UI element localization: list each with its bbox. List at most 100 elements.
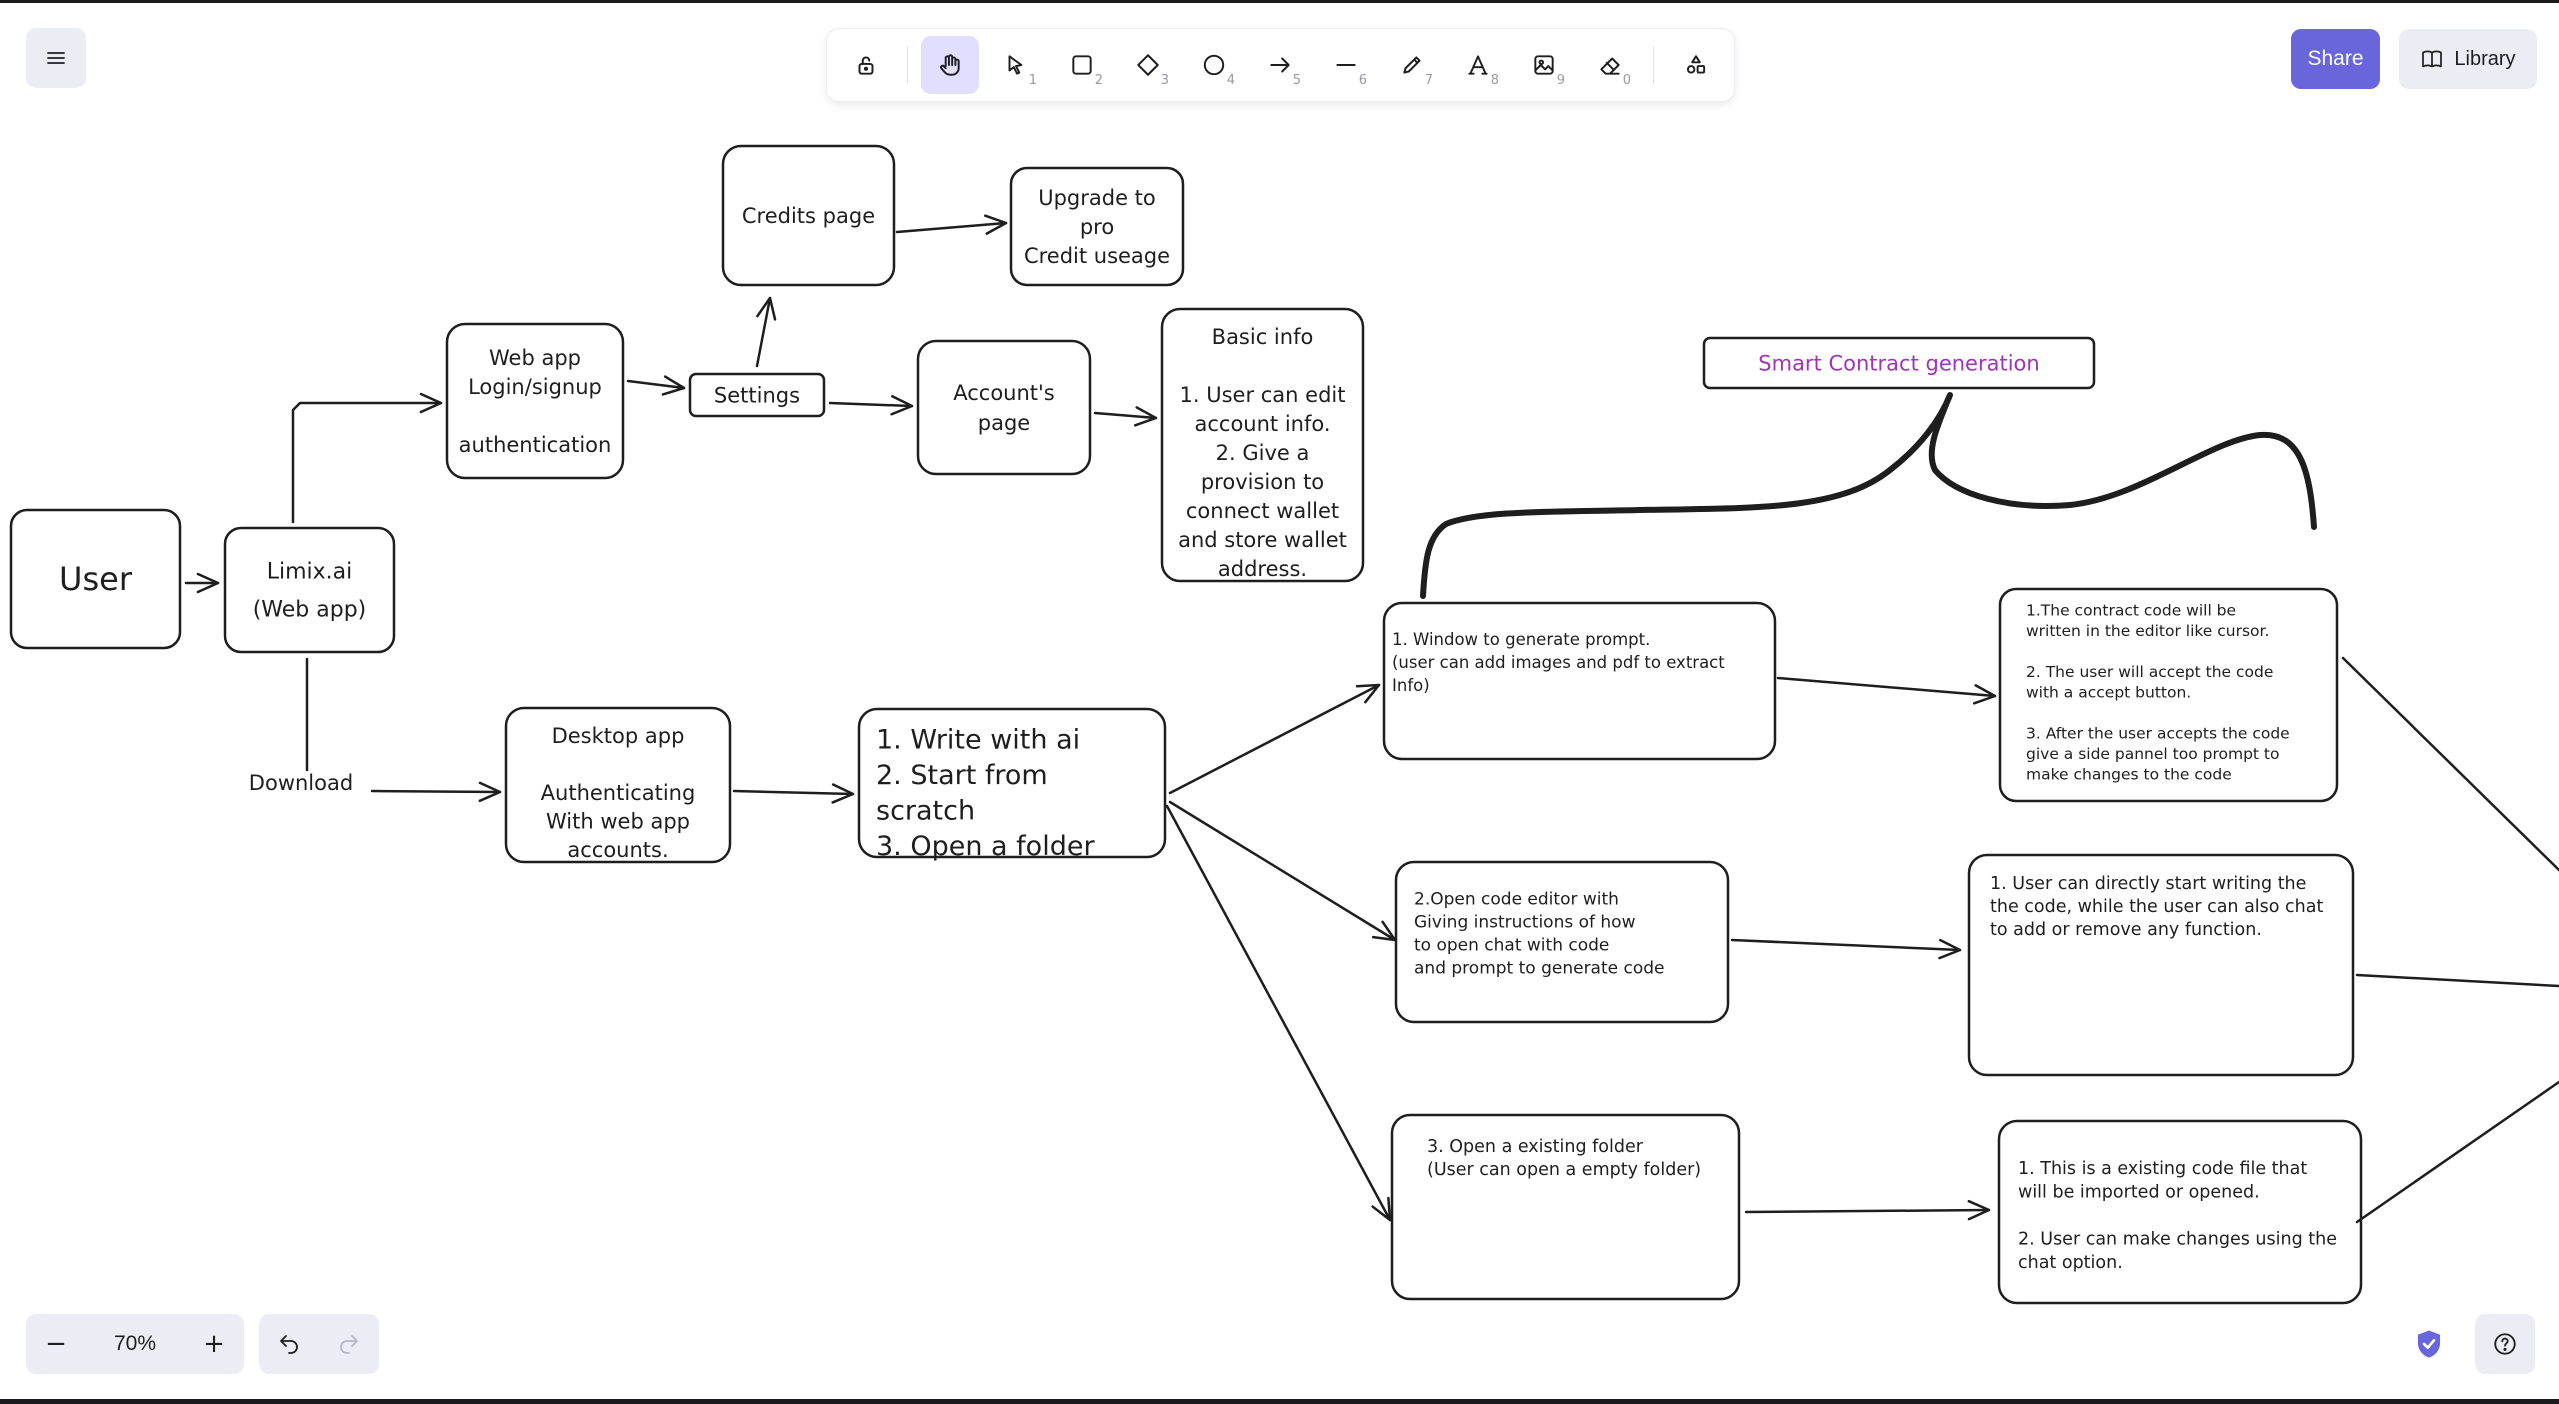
node-direct-line: 1. User can directly start writing the <box>1990 874 2306 894</box>
node-user[interactable]: User <box>9 508 182 650</box>
pencil-icon <box>1403 56 1421 74</box>
zoom-controls: − 70% + <box>26 1314 244 1374</box>
node-folder-line: 3. Open a existing folder <box>1427 1137 1644 1157</box>
share-button[interactable]: Share <box>2291 29 2380 89</box>
node-download-label: Download <box>249 771 353 795</box>
edge-prompt-contract-line <box>1776 676 1997 698</box>
tool-selection[interactable]: 1 <box>987 36 1045 94</box>
edge-options-editor[interactable] <box>1168 800 1397 942</box>
library-button[interactable]: Library <box>2399 29 2537 89</box>
zoom-reset-button[interactable]: 70% <box>113 1332 157 1355</box>
edge-existing-out[interactable] <box>2355 1080 2559 1224</box>
edge-settings-account[interactable] <box>828 395 914 416</box>
text-icon <box>1468 55 1488 75</box>
node-basicinfo-line: Basic info <box>1212 325 1314 349</box>
edge-settings-credits-line <box>755 296 772 368</box>
zoom-out-button[interactable]: − <box>45 1329 67 1359</box>
node-prompt[interactable]: 1. Window to generate prompt.(user can a… <box>1382 601 1777 761</box>
edge-user-limix-arrowhead <box>196 572 220 594</box>
edge-options-prompt-line <box>1168 683 1381 795</box>
undo-button[interactable] <box>259 1314 319 1374</box>
edge-download-desktop[interactable] <box>370 781 502 803</box>
node-folder-shape <box>1390 1113 1741 1301</box>
diamond-icon <box>1137 54 1159 76</box>
edge-editor-direct[interactable] <box>1730 938 1962 960</box>
node-direct-shape <box>1967 853 2355 1077</box>
redo-button[interactable] <box>319 1314 379 1374</box>
encryption-badge[interactable] <box>2404 1314 2454 1374</box>
shapes-toolbar: 1 2 3 4 5 6 7 8 9 0 <box>827 29 1734 101</box>
freehand-bracket[interactable] <box>1420 392 2317 599</box>
zoom-in-button[interactable]: + <box>203 1329 225 1359</box>
tool-hand[interactable] <box>921 36 979 94</box>
tool-lock[interactable] <box>837 36 895 94</box>
node-user-shape <box>9 508 182 650</box>
window-top-border <box>0 0 2559 3</box>
node-direct-line: to add or remove any function. <box>1990 920 2262 940</box>
node-smart[interactable]: Smart Contract generation <box>1702 336 2096 390</box>
tool-text[interactable]: 8 <box>1449 36 1507 94</box>
shortcut-key: 7 <box>1424 73 1433 88</box>
node-download[interactable]: Download <box>249 771 353 795</box>
tool-eraser[interactable]: 0 <box>1581 36 1639 94</box>
node-editor-shape <box>1394 860 1730 1024</box>
tool-extra-shapes[interactable] <box>1667 36 1725 94</box>
node-limix[interactable]: Limix.ai(Web app) <box>223 526 396 654</box>
edge-user-limix[interactable] <box>184 572 220 594</box>
edge-contract-out[interactable] <box>2341 656 2559 872</box>
tool-diamond[interactable]: 3 <box>1119 36 1177 94</box>
edge-prompt-contract[interactable] <box>1776 676 1997 705</box>
arrow-right-icon <box>1270 57 1290 73</box>
hamburger-menu-icon <box>47 52 65 64</box>
undo-icon <box>280 1335 298 1354</box>
tool-image[interactable]: 9 <box>1515 36 1573 94</box>
edge-folder-existing[interactable] <box>1744 1199 1991 1221</box>
node-basicinfo-line: 2. Give a <box>1216 441 1310 465</box>
node-folder[interactable]: 3. Open a existing folder(User can open … <box>1390 1113 1741 1301</box>
tool-line[interactable]: 6 <box>1317 36 1375 94</box>
edge-desktop-options[interactable] <box>732 783 855 804</box>
tool-arrow[interactable]: 5 <box>1251 36 1309 94</box>
edge-credits-upgrade[interactable] <box>895 214 1008 235</box>
edge-account-basicinfo[interactable] <box>1093 406 1158 427</box>
edge-options-folder[interactable] <box>1165 804 1392 1222</box>
node-upgrade-shape <box>1009 166 1185 287</box>
node-settings[interactable]: Settings <box>688 372 826 418</box>
line-icon <box>1336 64 1356 66</box>
node-existing-line: will be imported or opened. <box>2018 1183 2260 1203</box>
node-contract-line: give a side pannel too prompt to <box>2026 745 2279 763</box>
edge-settings-credits[interactable] <box>755 296 777 368</box>
edge-direct-out[interactable] <box>2355 973 2559 988</box>
edge-options-prompt[interactable] <box>1168 683 1381 795</box>
node-basicinfo-line: and store wallet <box>1178 528 1347 552</box>
node-basicinfo-line: account info. <box>1194 412 1330 436</box>
edge-account-basicinfo-arrowhead <box>1134 406 1158 427</box>
edge-editor-direct-line <box>1730 938 1962 952</box>
node-limix-line: (Web app) <box>253 598 367 623</box>
edge-desktop-options-arrowhead <box>831 783 855 804</box>
node-credits[interactable]: Credits page <box>721 144 896 287</box>
tool-ellipse[interactable]: 4 <box>1185 36 1243 94</box>
help-button[interactable] <box>2475 1314 2535 1374</box>
node-contract-line: 2. The user will accept the code <box>2026 663 2273 681</box>
main-menu-button[interactable] <box>26 28 86 88</box>
tool-draw[interactable]: 7 <box>1383 36 1441 94</box>
node-upgrade-line: Credit useage <box>1024 244 1170 268</box>
tool-rectangle[interactable]: 2 <box>1053 36 1111 94</box>
edge-webapp-settings[interactable] <box>626 375 686 396</box>
node-options-line: 2. Start from <box>876 760 1048 791</box>
edge-limix-webapp[interactable] <box>291 392 443 524</box>
